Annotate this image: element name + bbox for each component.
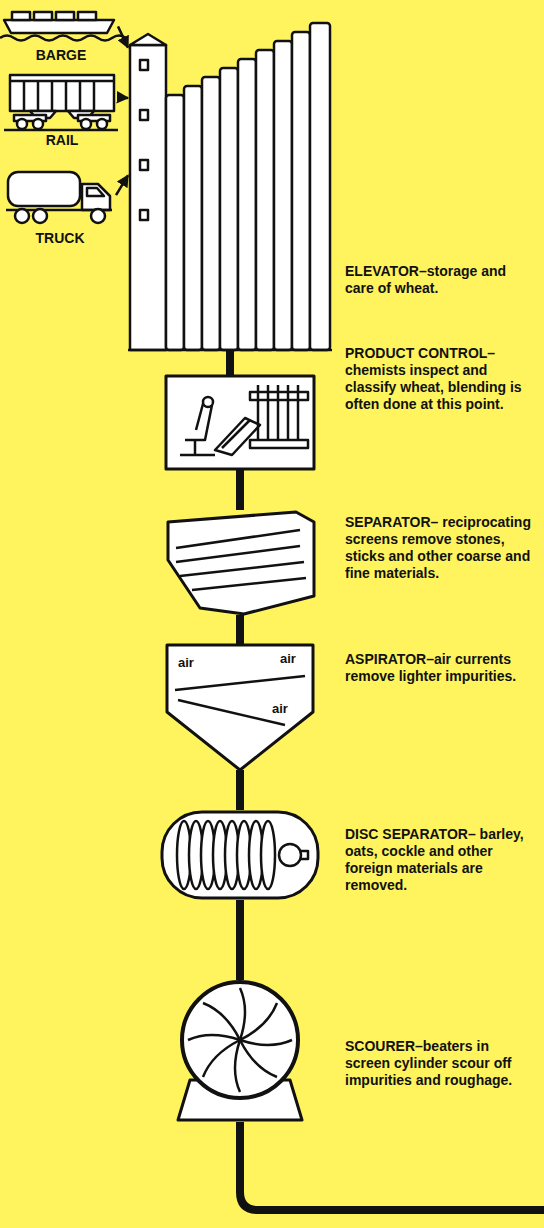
air-label: air xyxy=(272,702,288,716)
flow-line xyxy=(236,615,244,645)
flow-line xyxy=(236,900,244,980)
elevator-stage: ELEVATOR–storage and care of wheat. xyxy=(128,14,332,350)
delivery-arrow xyxy=(118,96,128,99)
stage-description: DISC SEPARATOR– barley, oats, cockle and… xyxy=(345,826,531,894)
scourer-stage: SCOURER–beaters in screen cylinder scour… xyxy=(168,980,312,1120)
flow-line xyxy=(226,350,234,375)
flow-line xyxy=(236,470,244,510)
air-label: air xyxy=(178,656,194,670)
stage-description: ELEVATOR–storage and care of wheat. xyxy=(345,263,531,297)
delivery-arrow xyxy=(118,26,128,47)
stage-description: PRODUCT CONTROL–chemists inspect and cla… xyxy=(345,345,531,413)
air-label: air xyxy=(280,652,296,666)
flow-line xyxy=(236,770,244,810)
stage-description: SEPARATOR– reciprocating screens remove … xyxy=(345,514,531,582)
transport-rail: RAIL xyxy=(6,68,118,152)
product-control-stage: PRODUCT CONTROL–chemists inspect and cla… xyxy=(165,375,315,470)
transport-label: RAIL xyxy=(6,132,118,149)
separator-stage: SEPARATOR– reciprocating screens remove … xyxy=(165,510,315,615)
transport-barge: BARGE xyxy=(4,0,118,66)
delivery-arrow xyxy=(116,175,128,195)
transport-label: TRUCK xyxy=(4,230,116,247)
transport-label: BARGE xyxy=(4,47,118,64)
disc-separator-stage: DISC SEPARATOR– barley, oats, cockle and… xyxy=(160,810,320,900)
stage-description: SCOURER–beaters in screen cylinder scour… xyxy=(345,1038,531,1089)
transport-truck: TRUCK xyxy=(4,160,116,248)
stage-description: ASPIRATOR–air currents remove lighter im… xyxy=(345,651,531,685)
